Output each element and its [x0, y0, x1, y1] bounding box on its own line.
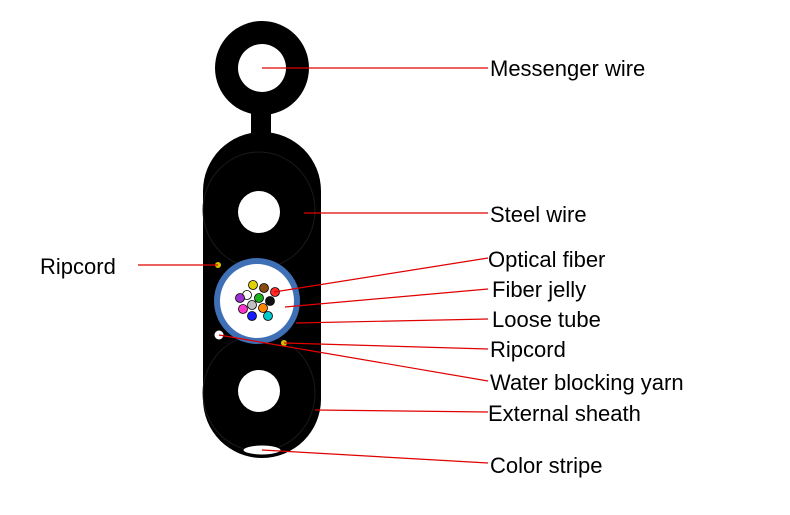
labels: Messenger wire Steel wire Ripcord Optica… — [40, 56, 684, 478]
label-ripcord-right: Ripcord — [490, 337, 566, 362]
optical-fibers — [235, 280, 280, 321]
label-messenger-wire: Messenger wire — [490, 56, 645, 81]
steel-wire-upper — [238, 191, 280, 233]
leader-lines — [138, 67, 489, 464]
optical-fiber — [238, 304, 248, 314]
optical-fiber — [235, 293, 245, 303]
label-water-blocking-yarn: Water blocking yarn — [490, 370, 684, 395]
optical-fiber — [258, 303, 268, 313]
leader-line-loose-tube — [295, 318, 489, 324]
optical-fiber — [248, 280, 258, 290]
label-fiber-jelly: Fiber jelly — [492, 277, 586, 302]
label-loose-tube: Loose tube — [492, 307, 601, 332]
optical-fiber — [254, 293, 264, 303]
leader-line-optical-fiber — [273, 257, 489, 293]
leader-line-color-stripe — [261, 449, 489, 464]
label-ripcord-left: Ripcord — [40, 254, 116, 279]
optical-fiber — [247, 300, 257, 310]
label-color-stripe: Color stripe — [490, 453, 602, 478]
label-steel-wire: Steel wire — [490, 202, 587, 227]
steel-wire-lower — [238, 370, 280, 412]
leader-line-water-blocking-yarn — [218, 334, 489, 382]
label-optical-fiber: Optical fiber — [488, 247, 605, 272]
leader-line-fiber-jelly — [284, 288, 489, 308]
optical-fiber — [259, 283, 269, 293]
cable-body — [202, 21, 321, 458]
optical-fiber — [247, 311, 257, 321]
leader-line-external-sheath — [314, 409, 489, 413]
optical-fiber — [265, 296, 275, 306]
label-external-sheath: External sheath — [488, 401, 641, 426]
leader-line-ripcord-right — [283, 342, 489, 350]
optical-fiber — [263, 311, 273, 321]
